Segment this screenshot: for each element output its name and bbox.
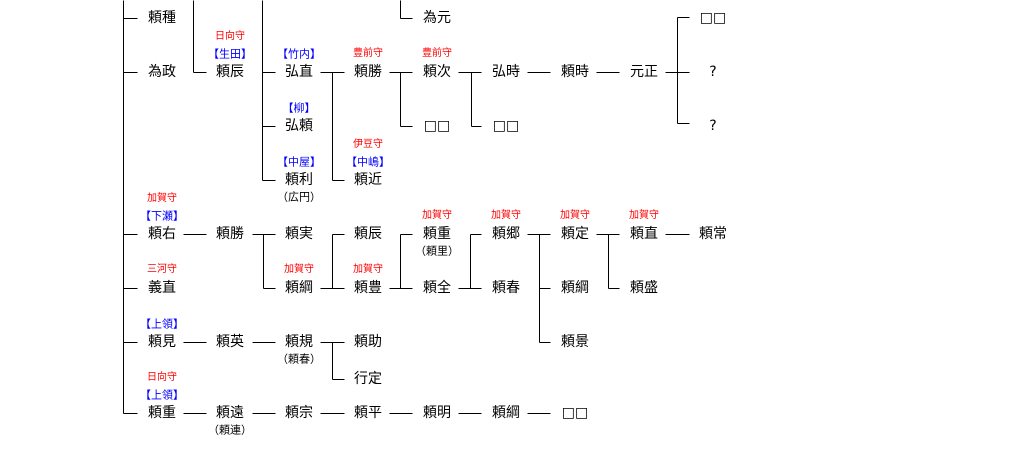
court-title: 日向守	[215, 31, 245, 42]
person-name: 頼助	[354, 334, 382, 350]
person-name: 行定	[354, 371, 382, 387]
person-name: 頼近	[354, 172, 382, 188]
person-name: 頼重	[423, 226, 451, 242]
person-name: 頼時	[561, 64, 589, 80]
person-name: 為政	[148, 64, 176, 80]
alternate-name: （頼春）	[277, 352, 321, 366]
person-name: 頼盛	[630, 280, 658, 296]
person-name: 頼勝	[354, 64, 382, 80]
clan-label: 【柳】	[282, 101, 316, 115]
person-name: 頼郷	[492, 226, 520, 242]
person-name: 頼常	[699, 226, 727, 242]
person-name: 頼遠	[216, 405, 244, 421]
person-name: 頼見	[148, 334, 176, 350]
person-name: 弘直	[285, 64, 313, 80]
person-name: 頼英	[216, 334, 244, 350]
person-name: 頼右	[148, 226, 176, 242]
court-title: 加賀守	[147, 193, 177, 204]
court-title: 加賀守	[284, 264, 314, 275]
person-name: □□	[699, 10, 727, 26]
person-name: 頼明	[423, 405, 451, 421]
person-name: 頼豊	[354, 280, 382, 296]
person-name: 頼勝	[216, 226, 244, 242]
person-name: ?	[709, 64, 717, 80]
person-name: 頼種	[148, 10, 176, 26]
person-name: 頼平	[354, 405, 382, 421]
person-name: 頼定	[561, 226, 589, 242]
clan-label: 【下瀬】	[140, 209, 184, 223]
person-name: □□	[561, 405, 589, 421]
person-name: 頼綱	[492, 405, 520, 421]
person-name: □□	[492, 118, 520, 134]
court-title: 伊豆守	[353, 139, 383, 150]
person-name: 頼利	[285, 172, 313, 188]
court-title: 加賀守	[353, 264, 383, 275]
alternate-name: （頼里）	[415, 244, 459, 258]
person-name: 頼綱	[561, 280, 589, 296]
alternate-name: （頼連）	[208, 423, 252, 437]
court-title: 加賀守	[491, 210, 521, 221]
clan-label: 【上領】	[140, 317, 184, 331]
person-name: 頼重	[148, 405, 176, 421]
person-name: 為元	[423, 10, 451, 26]
person-name: 頼景	[561, 334, 589, 350]
alternate-name: （広円）	[277, 190, 321, 204]
court-title: 豊前守	[353, 48, 383, 59]
court-title: 三河守	[147, 264, 177, 275]
court-title: 加賀守	[560, 210, 590, 221]
person-name: 頼規	[285, 334, 313, 350]
court-title: 豊前守	[422, 48, 452, 59]
person-name: 頼実	[285, 226, 313, 242]
clan-label: 【中嶋】	[346, 155, 390, 169]
person-name: 頼宗	[285, 405, 313, 421]
person-name: ?	[709, 118, 717, 134]
clan-label: 【竹内】	[277, 47, 321, 61]
person-name: 頼綱	[285, 280, 313, 296]
person-name: 頼春	[492, 280, 520, 296]
person-name: 頼直	[630, 226, 658, 242]
person-name: 元正	[630, 64, 658, 80]
person-name: 義直	[148, 280, 176, 296]
court-title: 日向守	[147, 372, 177, 383]
person-name: 頼辰	[354, 226, 382, 242]
clan-label: 【中屋】	[277, 155, 321, 169]
court-title: 加賀守	[629, 210, 659, 221]
person-name: 弘時	[492, 64, 520, 80]
person-name: 頼辰	[216, 64, 244, 80]
clan-label: 【生田】	[208, 47, 252, 61]
person-name: 弘頼	[285, 118, 313, 134]
person-name: 頼次	[423, 64, 451, 80]
court-title: 加賀守	[422, 210, 452, 221]
person-name: □□	[423, 118, 451, 134]
person-name: 頼全	[423, 280, 451, 296]
clan-label: 【上領】	[140, 388, 184, 402]
